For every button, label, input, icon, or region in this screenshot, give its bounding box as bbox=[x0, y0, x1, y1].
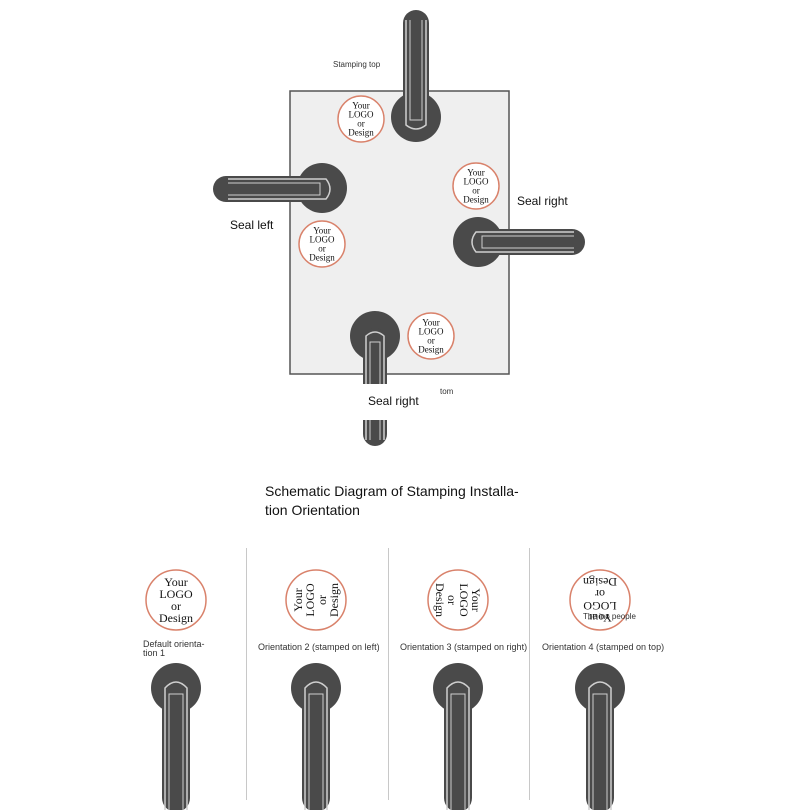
diagram-title: Schematic Diagram of Stamping Installa- … bbox=[265, 482, 519, 520]
handle-right bbox=[453, 217, 585, 267]
stamp-text-line: Design bbox=[583, 575, 617, 589]
stamp-text-line: or bbox=[315, 595, 329, 605]
stamp-text-line: LOGO bbox=[464, 177, 489, 187]
stamp-text-line: or bbox=[171, 599, 181, 613]
stamp-text-line: Design bbox=[159, 611, 193, 625]
label-bottom-partial: tom bbox=[440, 387, 454, 396]
overlay-text-orientation-4: The ino people bbox=[583, 612, 636, 621]
label-stamping-top: Stamping top bbox=[333, 60, 381, 69]
stamp-text-line: Design bbox=[327, 583, 341, 617]
installation-diagram bbox=[213, 10, 585, 446]
caption-orientation-3: Orientation 3 (stamped on right) bbox=[400, 642, 528, 652]
stamp-text-line: LOGO bbox=[159, 587, 193, 601]
stamp-text-line: Your bbox=[588, 611, 611, 625]
caption-orientation-2: Orientation 2 (stamped on left) bbox=[258, 642, 380, 652]
stamp-text-line: LOGO bbox=[583, 599, 617, 613]
divider-2 bbox=[388, 548, 389, 800]
stamp-text-line: Your bbox=[164, 575, 187, 589]
orientation-handle-3 bbox=[433, 663, 483, 810]
stamp-text-line: LOGO bbox=[303, 583, 317, 617]
stamp-text-line: or bbox=[595, 587, 605, 601]
orientation-handle-2 bbox=[291, 663, 341, 810]
caption-1-line-2: tion 1 bbox=[143, 648, 166, 658]
stamp-text-line: Design bbox=[348, 128, 374, 138]
stamp-text-line: Your bbox=[352, 101, 370, 111]
stamp-text-line: LOGO bbox=[349, 110, 374, 120]
stamp-text-line: or bbox=[357, 119, 365, 129]
handle-top bbox=[391, 10, 441, 142]
stamp-text-line: Your bbox=[313, 226, 331, 236]
stamp-text-line: or bbox=[472, 186, 480, 196]
stamp-text-line: Design bbox=[418, 345, 444, 355]
stamp-text-line: LOGO bbox=[419, 327, 444, 337]
orientation-handle-1 bbox=[151, 663, 201, 810]
caption-1-line-1: Default orienta- bbox=[143, 639, 205, 649]
stamp-text-line: Design bbox=[463, 195, 489, 205]
caption-orientation-4: Orientation 4 (stamped on top) bbox=[542, 642, 665, 652]
divider-1 bbox=[246, 548, 247, 800]
stamp-text-line: Design bbox=[309, 253, 335, 263]
stamp-text-line: Design bbox=[433, 583, 447, 617]
stamp-text-line: LOGO bbox=[310, 235, 335, 245]
caption-orientation-1: Default orienta- tion 1 bbox=[143, 640, 205, 658]
orientation-handle-4 bbox=[575, 663, 625, 810]
stamp-text-line: Your bbox=[422, 318, 440, 328]
stamp-text-line: Your bbox=[469, 588, 483, 611]
handle-left bbox=[213, 163, 347, 213]
label-seal-left: Seal left bbox=[230, 218, 274, 232]
divider-3 bbox=[529, 548, 530, 800]
label-seal-right: Seal right bbox=[517, 194, 568, 208]
title-line-1: Schematic Diagram of Stamping Installa- bbox=[265, 483, 519, 499]
stamp-text-line: or bbox=[445, 595, 459, 605]
handle-bottom bbox=[350, 311, 400, 446]
stamp-text-line: or bbox=[427, 336, 435, 346]
stamp-text-line: or bbox=[318, 244, 326, 254]
stamp-text-line: LOGO bbox=[457, 583, 471, 617]
stamp-text-line: Your bbox=[291, 588, 305, 611]
title-line-2: tion Orientation bbox=[265, 502, 360, 518]
stamp-text-line: Your bbox=[467, 168, 485, 178]
label-seal-right-bottom: Seal right bbox=[368, 394, 419, 408]
